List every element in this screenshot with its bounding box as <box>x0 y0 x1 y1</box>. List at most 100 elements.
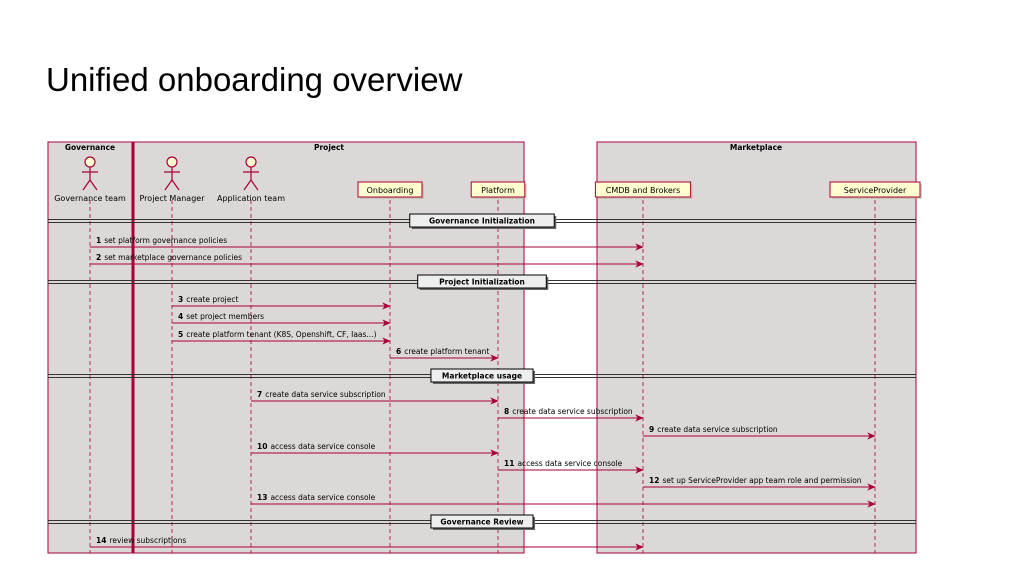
actor-icon <box>84 156 96 168</box>
message-text: access data service console <box>270 442 375 451</box>
message-arrow-head <box>635 466 644 474</box>
participant-platform: Platform <box>470 181 527 199</box>
participant-cmdb-and-brokers: CMDB and Brokers <box>594 181 693 199</box>
message-text: create data service subscription <box>657 425 778 434</box>
participant-box <box>470 181 526 198</box>
message-number: 5 <box>178 330 183 339</box>
actor-figure <box>164 167 180 191</box>
message-arrow-head <box>867 432 876 440</box>
message-arrow-head <box>382 302 391 310</box>
divider: Marketplace usage <box>48 368 916 384</box>
participant-label: Governance team <box>54 194 126 203</box>
message-arrow-head <box>635 543 644 551</box>
message-arrow-head <box>635 243 644 251</box>
actor-icon <box>245 156 257 168</box>
message-arrow-head <box>490 397 499 405</box>
actor-icon <box>166 156 178 168</box>
message-number: 4 <box>178 312 183 321</box>
message-text: set platform governance policies <box>104 236 227 245</box>
divider: Governance Review <box>48 514 916 530</box>
divider-box <box>417 274 547 289</box>
participant-label: Platform <box>481 186 515 195</box>
actor-figure <box>82 167 98 191</box>
message-number: 6 <box>396 347 401 356</box>
participant-serviceprovider: ServiceProvider <box>829 181 922 199</box>
group-box <box>596 141 917 554</box>
message-number: 3 <box>178 295 183 304</box>
message-text: set project members <box>186 312 264 321</box>
message-number: 1 <box>96 236 101 245</box>
participant-label: Application team <box>217 194 285 203</box>
message-number: 2 <box>96 253 101 262</box>
message-text: review subscriptions <box>109 536 186 545</box>
participant-governance-team: Governance team <box>54 156 126 203</box>
divider-box <box>430 514 534 529</box>
message-number: 9 <box>649 425 654 434</box>
group-label: Marketplace <box>730 143 782 152</box>
participant-label: CMDB and Brokers <box>606 186 681 195</box>
message-arrow-head <box>867 500 876 508</box>
divider-label: Governance Initialization <box>429 217 535 226</box>
divider-box <box>409 213 555 228</box>
message-number: 13 <box>257 493 267 502</box>
participant-label: ServiceProvider <box>844 186 907 195</box>
message-text: access data service console <box>517 459 622 468</box>
message-arrow-head <box>382 337 391 345</box>
message-arrow-head <box>867 483 876 491</box>
message-arrow-head <box>490 449 499 457</box>
divider: Project Initialization <box>48 274 916 290</box>
message-text: create project <box>186 295 238 304</box>
message-number: 12 <box>649 476 659 485</box>
divider-box <box>430 368 534 383</box>
divider-label: Marketplace usage <box>442 372 522 381</box>
message-number: 14 <box>96 536 106 545</box>
participant-label: Onboarding <box>367 186 414 195</box>
group-marketplace: Marketplace <box>596 141 917 554</box>
message-arrow-head <box>635 414 644 422</box>
participant-box <box>594 181 692 198</box>
actor-figure <box>243 167 259 191</box>
group-label: Project <box>314 143 344 152</box>
participant-project-manager: Project Manager <box>140 156 205 203</box>
message-text: create data service subscription <box>512 407 633 416</box>
message-text: create platform tenant <box>404 347 489 356</box>
divider-label: Governance Review <box>440 518 523 527</box>
participant-box <box>829 181 921 198</box>
message-text: create data service subscription <box>265 390 386 399</box>
message-number: 11 <box>504 459 514 468</box>
group-box <box>132 141 525 554</box>
message-text: set up ServiceProvider app team role and… <box>662 476 861 485</box>
group-project: Project <box>132 141 525 554</box>
message-number: 8 <box>504 407 509 416</box>
divider-label: Project Initialization <box>439 278 525 287</box>
slide-title: Unified onboarding overview <box>46 61 463 98</box>
participant-onboarding: Onboarding <box>357 181 424 199</box>
message-number: 7 <box>257 390 262 399</box>
message-number: 10 <box>257 442 267 451</box>
